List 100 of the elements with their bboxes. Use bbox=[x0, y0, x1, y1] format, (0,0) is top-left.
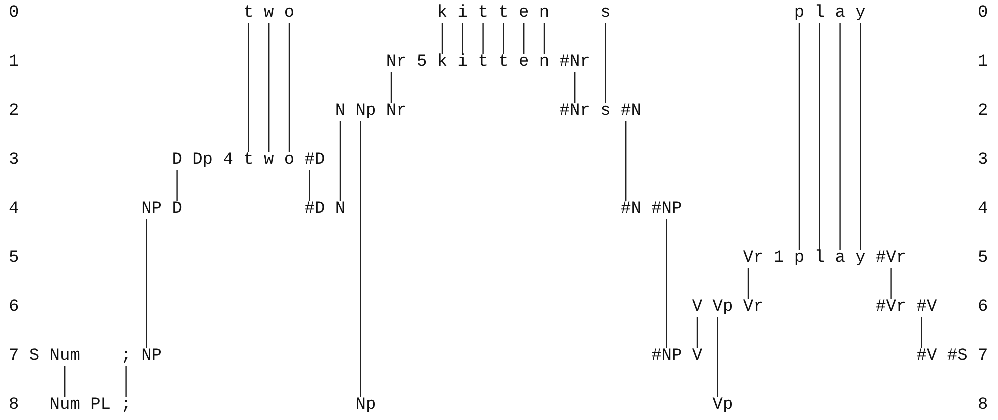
tree-node-label: #D bbox=[304, 152, 326, 170]
row-number: 5 bbox=[978, 250, 988, 268]
tree-node-label: o bbox=[284, 5, 295, 23]
row-number: 4 bbox=[978, 201, 988, 219]
row-number: 0 bbox=[978, 5, 988, 23]
tree-node-label: ; bbox=[121, 397, 132, 415]
tree-node-label: e bbox=[519, 54, 530, 72]
tree-node-label: N bbox=[335, 103, 346, 121]
tree-node-label: k bbox=[437, 54, 448, 72]
tree-node-label: k bbox=[437, 5, 448, 23]
tree-node-label: o bbox=[284, 152, 295, 170]
tree-line bbox=[462, 23, 464, 54]
tree-node-label: t bbox=[478, 54, 488, 72]
tree-node-label: Num bbox=[50, 348, 80, 366]
tree-label: #S bbox=[947, 348, 968, 366]
row-number: 6 bbox=[978, 299, 988, 317]
row-number: 7 bbox=[978, 348, 988, 366]
row-number: 8 bbox=[9, 397, 20, 415]
tree-node-label: NP bbox=[142, 348, 162, 366]
tree-line bbox=[696, 317, 698, 348]
row-number: 3 bbox=[978, 152, 988, 170]
tree-node-label: Np bbox=[356, 103, 376, 121]
tree-label: 1 bbox=[774, 250, 784, 268]
tree-node-label: e bbox=[519, 5, 530, 23]
tree-node-label: p bbox=[794, 250, 805, 268]
tree-node-label: t bbox=[478, 5, 488, 23]
tree-line bbox=[176, 170, 178, 201]
tree-line bbox=[309, 170, 310, 201]
tree-line bbox=[921, 317, 922, 348]
tree-node-label: l bbox=[814, 250, 825, 268]
tree-node-label: #N bbox=[621, 103, 642, 121]
tree-node-label: #Nr bbox=[560, 54, 590, 72]
tree-node-label: t bbox=[498, 5, 509, 23]
tree-node-label: p bbox=[794, 5, 805, 23]
tree-node-label: w bbox=[264, 5, 274, 23]
tree-node-label: #Vr bbox=[876, 299, 907, 317]
tree-node-label: a bbox=[835, 5, 846, 23]
tree-node-label: t bbox=[244, 152, 254, 170]
tree-node-label: #V bbox=[916, 348, 938, 366]
row-number: 7 bbox=[9, 348, 20, 366]
tree-line bbox=[605, 23, 606, 103]
tree-node-label: Vp bbox=[712, 299, 734, 317]
row-number: 4 bbox=[9, 201, 20, 219]
tree-line bbox=[717, 317, 718, 397]
tree-line bbox=[544, 23, 546, 54]
tree-node-label: ; bbox=[121, 348, 132, 366]
tree-node-label: #NP bbox=[652, 348, 682, 366]
row-number: 0 bbox=[9, 5, 20, 23]
tree-node-label: #Nr bbox=[560, 103, 590, 121]
tree-node-label: D bbox=[172, 152, 182, 170]
row-number: 3 bbox=[9, 152, 20, 170]
row-number: 1 bbox=[9, 54, 20, 72]
tree-node-label: V bbox=[692, 299, 703, 317]
tree-line bbox=[482, 23, 484, 54]
tree-node-label: i bbox=[458, 54, 468, 72]
tree-node-label: t bbox=[244, 5, 254, 23]
tree-node-label: Nr bbox=[386, 54, 407, 72]
tree-node-label: t bbox=[498, 54, 509, 72]
tree-node-label: Num bbox=[50, 397, 80, 415]
tree-node-label: n bbox=[539, 54, 550, 72]
tree-node-label: #V bbox=[916, 299, 938, 317]
tree-line bbox=[64, 366, 66, 397]
tree-line bbox=[503, 23, 504, 54]
tree-line bbox=[748, 268, 750, 299]
tree-line bbox=[288, 23, 290, 152]
tree-line bbox=[360, 121, 362, 397]
tree-node-label: Np bbox=[356, 397, 376, 415]
tree-line bbox=[840, 23, 841, 250]
tree-line bbox=[524, 23, 525, 54]
row-number: 8 bbox=[978, 397, 988, 415]
tree-line bbox=[248, 23, 250, 152]
tree-line bbox=[442, 23, 444, 54]
tree-node-label: y bbox=[856, 250, 866, 268]
tree-node-label: w bbox=[264, 152, 274, 170]
tree-node-label: s bbox=[600, 103, 611, 121]
tree-line bbox=[126, 366, 127, 397]
tree-node-label: y bbox=[856, 5, 866, 23]
tree-node-label: V bbox=[692, 348, 703, 366]
tree-line bbox=[574, 72, 576, 103]
tree-line bbox=[798, 23, 800, 250]
row-number: 5 bbox=[9, 250, 20, 268]
tree-node-label: Vp bbox=[712, 397, 734, 415]
row-number: 2 bbox=[9, 103, 20, 121]
tree-label: 4 bbox=[223, 152, 234, 170]
tree-node-label: Vr bbox=[743, 250, 764, 268]
tree-node-label: #N bbox=[621, 201, 642, 219]
tree-line bbox=[146, 219, 148, 348]
tree-node-label: #D bbox=[304, 201, 326, 219]
tree-node-label: i bbox=[458, 5, 468, 23]
tree-label: S bbox=[29, 348, 40, 366]
tree-label: PL bbox=[90, 397, 111, 415]
tree-line bbox=[666, 219, 668, 348]
tree-node-label: n bbox=[539, 5, 550, 23]
tree-node-label: Vr bbox=[743, 299, 764, 317]
tree-node-label: l bbox=[814, 5, 825, 23]
tree-line bbox=[268, 23, 270, 152]
tree-node-label: #Vr bbox=[876, 250, 907, 268]
tree-node-label: s bbox=[600, 5, 611, 23]
tree-node-label: #NP bbox=[652, 201, 682, 219]
row-number: 6 bbox=[9, 299, 20, 317]
